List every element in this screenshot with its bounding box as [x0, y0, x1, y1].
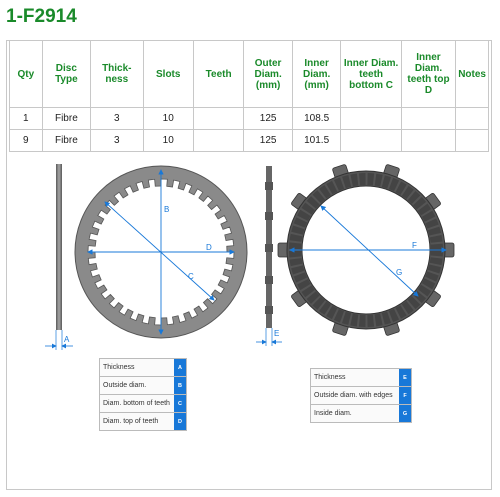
- table-row: 9 Fibre 3 10 125 101.5: [9, 129, 489, 152]
- cell-inner-diam: 101.5: [291, 129, 342, 152]
- legend-label: Diam. bottom of teeth: [103, 400, 170, 407]
- cell-teeth-top: [400, 129, 457, 152]
- legend-row: Diam. top of teeth D: [100, 413, 186, 431]
- spec-table: Qty Disc Type Thick-ness Slots Teeth Out…: [9, 40, 489, 152]
- dim-label-e: E: [274, 329, 279, 338]
- table-row: 1 Fibre 3 10 125 108.5: [9, 107, 489, 130]
- cell-thickness: 3: [90, 107, 144, 130]
- legend-row: Outside diam. with edges F: [311, 387, 411, 405]
- col-header-inner-diam: Inner Diam. (mm): [291, 40, 342, 108]
- legend-key: G: [399, 405, 411, 422]
- legend-key: E: [399, 369, 411, 386]
- dim-label-b: B: [164, 205, 169, 214]
- col-header-qty: Qty: [9, 40, 43, 108]
- product-code-title: 1-F2914: [6, 6, 77, 27]
- legend-key: D: [174, 413, 186, 430]
- dim-label-a: A: [64, 335, 70, 344]
- table-header-row: Qty Disc Type Thick-ness Slots Teeth Out…: [9, 40, 489, 108]
- legend-friction-plate: Thickness E Outside diam. with edges F Ins…: [310, 368, 412, 423]
- col-header-teeth-top: Inner Diam. teeth top D: [400, 40, 457, 108]
- legend-label: Outside diam. with edges: [314, 392, 393, 399]
- legend-key: B: [174, 377, 186, 394]
- cell-teeth: [192, 129, 245, 152]
- dim-label-d: D: [206, 243, 212, 252]
- cell-notes: [455, 129, 489, 152]
- legend-row: Diam. bottom of teeth C: [100, 395, 186, 413]
- legend-key: F: [399, 387, 411, 404]
- dim-label-c: C: [188, 272, 194, 281]
- legend-key: C: [174, 395, 186, 412]
- steel-plate-side-view: [56, 164, 62, 330]
- legend-row: Thickness A: [100, 359, 186, 377]
- legend-label: Thickness: [314, 374, 346, 381]
- col-header-teeth: Teeth: [192, 40, 245, 108]
- cell-thickness: 3: [90, 129, 144, 152]
- legend-label: Thickness: [103, 364, 135, 371]
- legend-label: Outside diam.: [103, 382, 147, 389]
- col-header-disc-type: Disc Type: [41, 40, 92, 108]
- legend-row: Outside diam. B: [100, 377, 186, 395]
- legend-label: Inside diam.: [314, 410, 352, 417]
- dim-label-f: F: [412, 241, 417, 250]
- col-header-teeth-bottom: Inner Diam. teeth bottom C: [340, 40, 402, 108]
- legend-key: A: [174, 359, 186, 376]
- dim-label-g: G: [396, 268, 402, 277]
- legend-steel-plate: Thickness A Outside diam. B Diam. bottom o…: [99, 358, 187, 431]
- legend-row: Thickness E: [311, 369, 411, 387]
- cell-disc-type: Fibre: [41, 129, 92, 152]
- legend-row: Inside diam. G: [311, 405, 411, 423]
- col-header-outer-diam: Outer Diam. (mm): [243, 40, 293, 108]
- legend-label: Diam. top of teeth: [103, 418, 159, 425]
- friction-plate-side-view: [265, 166, 273, 328]
